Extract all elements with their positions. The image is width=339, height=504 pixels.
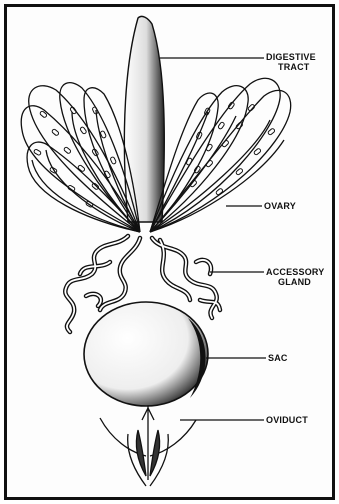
label-ovary-text: OVARY: [264, 201, 296, 211]
label-accessory-gland-line2: GLAND: [266, 277, 324, 287]
label-oviduct: OVIDUCT: [266, 415, 308, 425]
oviduct: [100, 406, 196, 486]
digestive-tract: [124, 16, 164, 222]
label-ovary: OVARY: [264, 201, 296, 211]
label-digestive-tract: DIGESTIVE TRACT: [266, 52, 316, 72]
label-sac-text: SAC: [268, 353, 288, 363]
left-ovary: [21, 83, 140, 232]
label-sac: SAC: [268, 353, 288, 363]
label-digestive-tract-line2: TRACT: [266, 62, 316, 72]
label-digestive-tract-line1: DIGESTIVE: [266, 52, 316, 62]
label-accessory-gland-line1: ACCESSORY: [266, 267, 324, 277]
label-accessory-gland: ACCESSORY GLAND: [266, 267, 324, 287]
label-oviduct-text: OVIDUCT: [266, 415, 308, 425]
sac: [84, 302, 208, 406]
